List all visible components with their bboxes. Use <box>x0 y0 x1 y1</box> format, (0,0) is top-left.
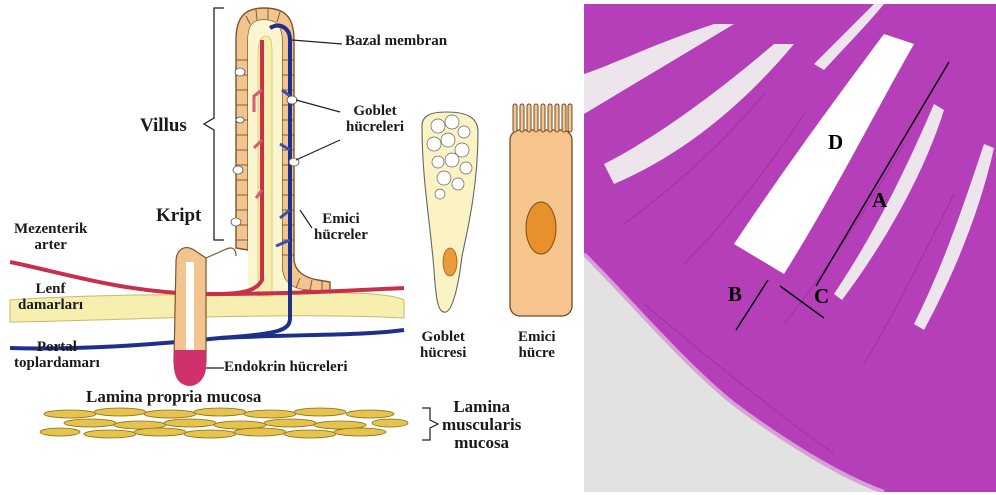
label-endokrin-hucreleri: Endokrin hücreleri <box>224 360 348 376</box>
label-emici-hucreler-line2: hücreler <box>314 228 368 244</box>
micrograph-label-d: D <box>828 130 843 155</box>
label-lamina-muscularis: Lamina muscularis mucosa <box>442 398 521 452</box>
villus-core <box>248 20 304 292</box>
label-goblet-hucresi-line1: Goblet <box>420 330 466 346</box>
label-emici-hucreler-line1: Emici <box>314 212 368 228</box>
label-lamina-muscularis-line2: muscularis <box>442 416 521 434</box>
villus-bracket <box>204 8 224 240</box>
label-lenf-damarlari-line1: Lenf <box>18 282 83 298</box>
label-goblet-hucreleri-line2: hücreleri <box>346 120 404 136</box>
label-lenf-damarlari: Lenf damarları <box>18 282 83 314</box>
micrograph-label-c: C <box>814 284 829 309</box>
label-kript: Kript <box>156 206 201 226</box>
label-villus: Villus <box>140 116 187 136</box>
crypt-lumen <box>186 262 194 361</box>
label-lamina-muscularis-line1: Lamina <box>442 398 521 416</box>
label-lamina-muscularis-line3: mucosa <box>442 434 521 452</box>
label-mezenterik-arter-line1: Mezenterik <box>14 222 87 238</box>
label-goblet-hucreleri: Goblet hücreleri <box>346 104 404 136</box>
label-emici-hucre-line1: Emici <box>518 330 556 346</box>
label-emici-hucre: Emici hücre <box>518 330 556 362</box>
label-lamina-propria: Lamina propria mucosa <box>86 388 261 406</box>
label-emici-hucre-line2: hücre <box>518 346 556 362</box>
muscularis-bracket <box>422 408 438 440</box>
label-goblet-hucresi: Goblet hücresi <box>420 330 466 362</box>
histology-micrograph <box>584 4 996 492</box>
label-portal-toplardamari-line1: Portal <box>14 340 100 356</box>
label-bazal-membran: Bazal membran <box>345 34 447 50</box>
label-mezenterik-arter-line2: arter <box>14 238 87 254</box>
artery <box>10 40 262 294</box>
absorptive-cell-detail <box>510 104 572 316</box>
label-portal-toplardamari-line2: toplardamarı <box>14 356 100 372</box>
label-emici-hucreler: Emici hücreler <box>314 212 368 244</box>
crypt-epithelium-right <box>206 248 236 258</box>
label-goblet-hucreleri-line1: Goblet <box>346 104 404 120</box>
lamina-muscularis-band <box>40 408 408 438</box>
micrograph-label-b: B <box>728 282 742 307</box>
label-portal-toplardamari: Portal toplardamarı <box>14 340 100 372</box>
micrograph-label-a: A <box>872 188 887 213</box>
label-goblet-hucresi-line2: hücresi <box>420 346 466 362</box>
crypt-base-endocrine <box>174 350 206 386</box>
label-mezenterik-arter: Mezenterik arter <box>14 222 87 254</box>
goblet-cell-detail <box>422 112 478 312</box>
label-lenf-damarlari-line2: damarları <box>18 298 83 314</box>
